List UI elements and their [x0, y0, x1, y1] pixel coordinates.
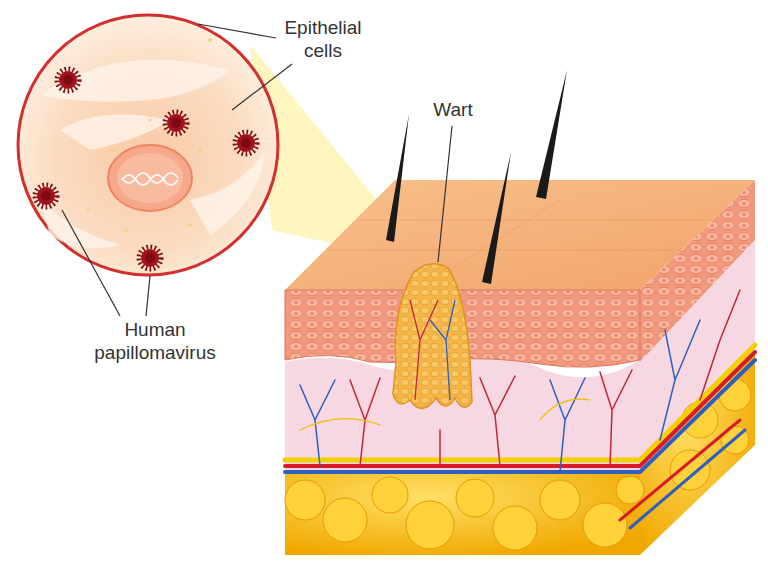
part-label: Human papillomavirus	[80, 318, 230, 364]
part-label: Wart	[418, 98, 488, 121]
part-label: Epithelial cells	[268, 16, 378, 62]
